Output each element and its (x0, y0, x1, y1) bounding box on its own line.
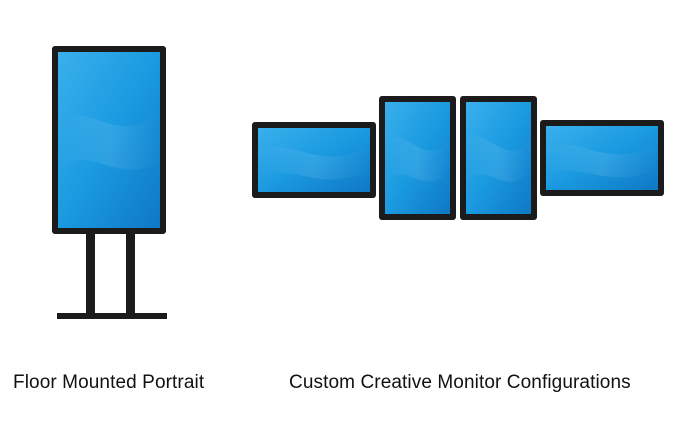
screen-swoosh (546, 143, 658, 178)
caption-custom-configurations: Custom Creative Monitor Configurations (289, 372, 631, 393)
screen-swoosh (385, 136, 450, 182)
config-monitor-1 (252, 122, 376, 198)
config-monitor-2 (379, 96, 456, 220)
floor-portrait-monitor (52, 46, 166, 234)
stand-leg-left (86, 232, 95, 318)
caption-floor-mounted-portrait: Floor Mounted Portrait (13, 372, 205, 393)
config-monitor-4 (540, 120, 664, 196)
screen-swoosh (466, 136, 531, 182)
stand-base (57, 313, 167, 319)
screen-swoosh (258, 145, 370, 180)
screen-swoosh (58, 110, 160, 170)
config-monitor-3 (460, 96, 537, 220)
floor-stand (57, 232, 167, 319)
stand-leg-right (126, 232, 135, 318)
